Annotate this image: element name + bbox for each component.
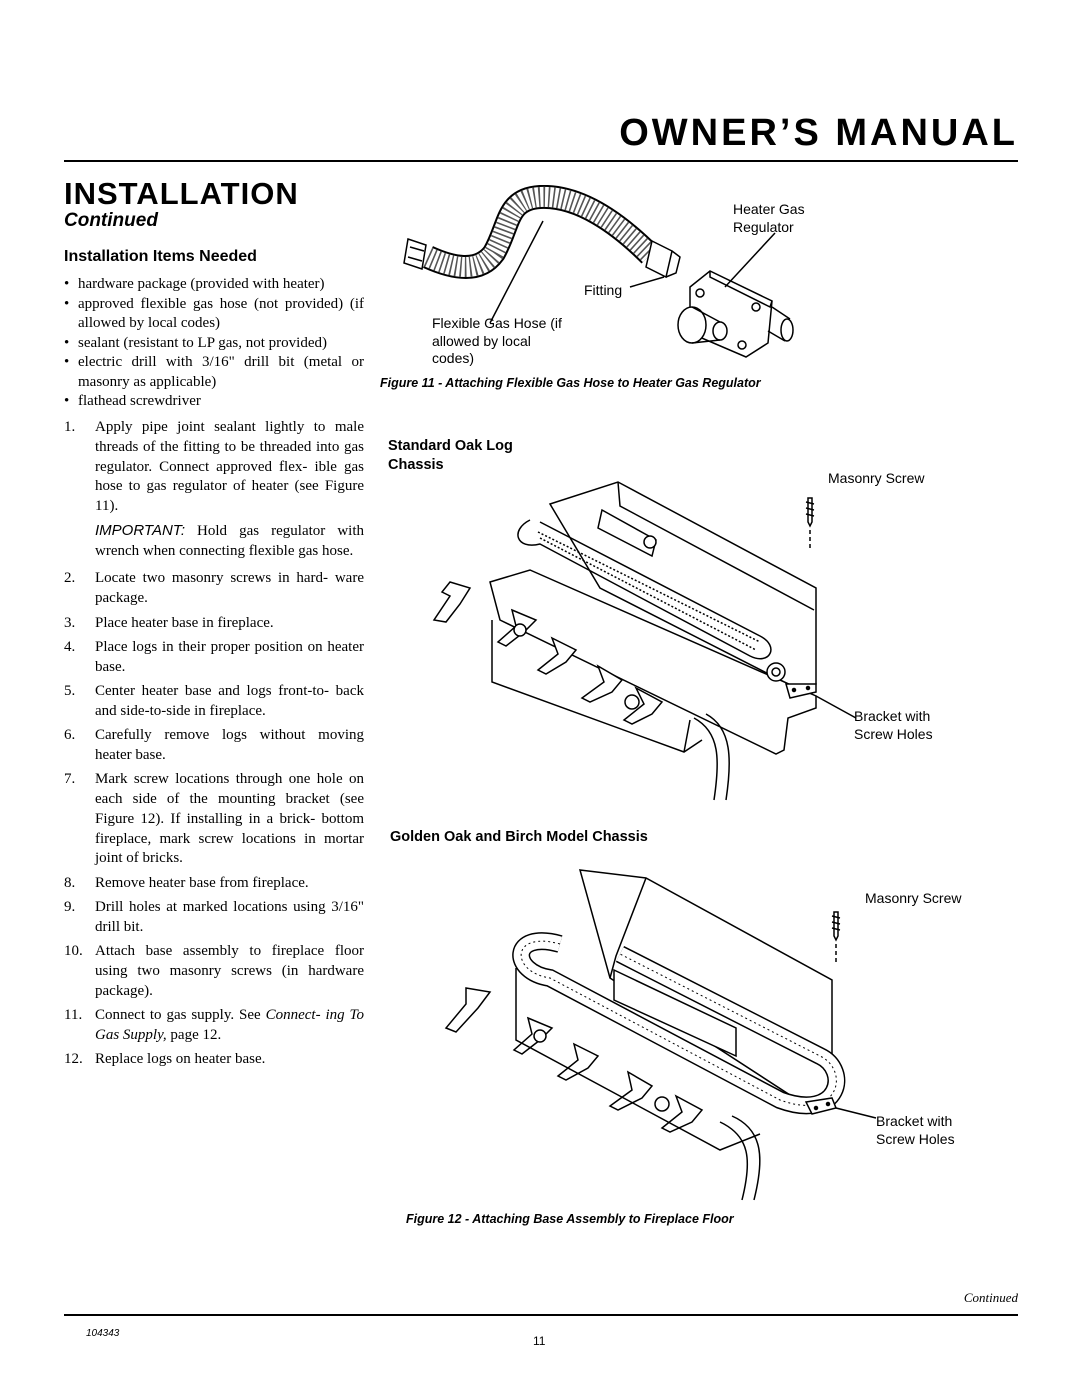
items-needed-list: •hardware package (provided with heater)… — [64, 275, 364, 412]
header-rule — [64, 160, 1018, 162]
standard-oak-chassis-title: Standard Oak Log Chassis — [388, 438, 513, 473]
masonry-screw-label-2: Masonry Screw — [865, 890, 962, 906]
heater-gas-regulator-label: Heater Gas Regulator — [733, 201, 805, 235]
step-item: 5.Center heater base and logs front-to- … — [64, 682, 364, 719]
page-number: 11 — [533, 1334, 546, 1348]
step-item: 10.Attach base assembly to fireplace flo… — [64, 943, 364, 999]
installation-steps: 1.Apply pipe joint sealant lightly to ma… — [64, 418, 364, 1074]
footer-rule — [64, 1314, 1018, 1316]
list-item: •flathead screwdriver — [64, 393, 201, 409]
step-item: 6.Carefully remove logs without moving h… — [64, 727, 364, 763]
step-item: 2.Locate two masonry screws in hard- war… — [64, 570, 364, 607]
masonry-screw-label-1: Masonry Screw — [828, 470, 925, 486]
step-item: 4.Place logs in their proper position on… — [64, 638, 364, 675]
continued-footer: Continued — [963, 1290, 1018, 1305]
section-title: INSTALLATION — [64, 176, 299, 211]
important-note: IMPORTANT: Hold gas regulator with wrenc… — [95, 522, 364, 560]
cross-reference-link: Connect- ing To Gas Supply, — [95, 1006, 365, 1043]
list-item: •approved flexible gas hose (not provide… — [64, 295, 364, 332]
bracket-label-2: Bracket with Screw Holes — [876, 1113, 955, 1147]
golden-oak-chassis-title: Golden Oak and Birch Model Chassis — [390, 829, 648, 845]
list-item: •electric drill with 3/16" drill bit (me… — [64, 354, 364, 390]
step-item: 3.Place heater base in fireplace. — [64, 614, 274, 631]
list-item: •hardware package (provided with heater) — [64, 276, 325, 292]
flexible-gas-hose-label: Flexible Gas Hose (if allowed by local c… — [432, 315, 562, 366]
step-item: 11.Connect to gas supply. See Connect- i… — [64, 1006, 365, 1043]
manual-title: OWNER’S MANUAL — [619, 112, 1018, 154]
fitting-label: Fitting — [584, 282, 623, 298]
golden-oak-chassis-illustration — [444, 869, 877, 1201]
items-needed-heading: Installation Items Needed — [64, 248, 257, 265]
document-number: 104343 — [86, 1328, 120, 1339]
step-item: 1.Apply pipe joint sealant lightly to ma… — [64, 419, 364, 515]
step-item: 7.Mark screw locations through one hole … — [64, 771, 364, 867]
step-item: 12.Replace logs on heater base. — [64, 1051, 266, 1068]
step-item: 8.Remove heater base from fireplace. — [64, 874, 309, 891]
figure-12-caption: Figure 12 - Attaching Base Assembly to F… — [406, 1212, 734, 1226]
list-item: •sealant (resistant to LP gas, not provi… — [64, 334, 327, 351]
standard-oak-chassis-illustration — [432, 481, 857, 801]
figure-11-caption: Figure 11 - Attaching Flexible Gas Hose … — [380, 376, 761, 390]
step-item: 9.Drill holes at marked locations using … — [64, 898, 364, 935]
bracket-label-1: Bracket with Screw Holes — [854, 708, 933, 742]
gas-hose-illustration — [403, 185, 794, 358]
section-subtitle: Continued — [64, 210, 158, 231]
